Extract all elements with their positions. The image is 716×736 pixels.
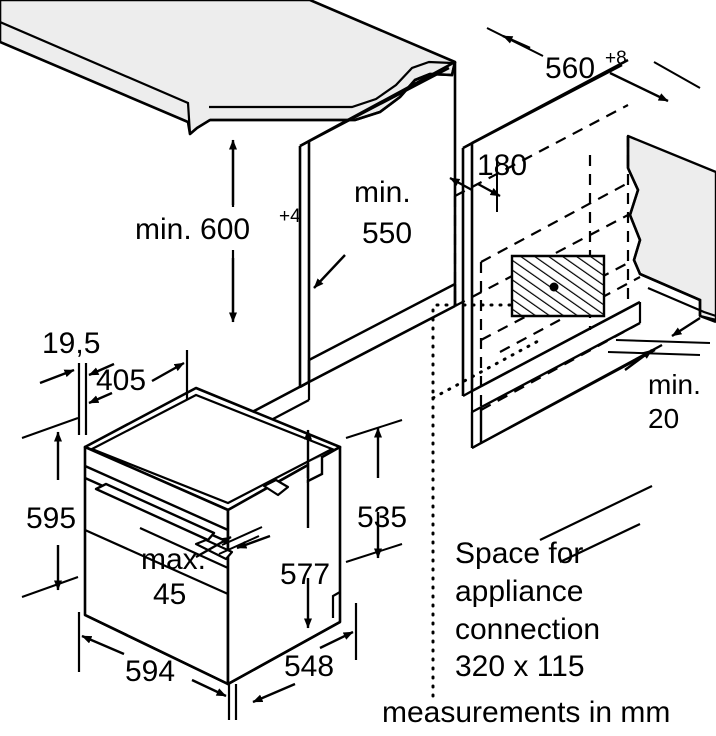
oven-appliance: [83, 386, 342, 686]
dim-door-gap-value: 45: [153, 578, 186, 611]
dim-body-depth-rear-value: 535: [357, 501, 407, 534]
dim-top-offset-value: 19,5: [42, 327, 100, 360]
dim-top-inner: [77, 350, 189, 435]
dim-niche-depth: [486, 27, 701, 103]
dim-niche-depth-tolerance: +8: [605, 48, 627, 69]
dim-door-gap-prefix: max.: [141, 543, 206, 576]
units-note: measurements in mm: [382, 696, 670, 729]
dim-connection-offset: [449, 140, 501, 212]
countertop-slab: [0, 0, 457, 136]
dim-appliance-width: [77, 612, 238, 720]
connection-point-dot: [549, 282, 559, 292]
dim-appliance-width-value: 594: [125, 655, 175, 688]
connection-space-leader: [539, 485, 653, 563]
dim-body-depth-rear: [345, 419, 403, 563]
dim-min-gap-prefix: min.: [648, 369, 701, 400]
dim-niche-width: [313, 254, 346, 289]
connection-space-line1: Space for: [455, 537, 583, 570]
dim-min-gap-value: 20: [648, 403, 679, 434]
dim-connection-offset-value: 180: [477, 149, 527, 182]
dim-top-inner-value: 405: [96, 364, 146, 397]
dim-min-gap: [607, 316, 711, 371]
hidden-edges-dotted: [431, 303, 562, 702]
appliance-connection-hatch: [510, 254, 606, 318]
right-side-panel: [626, 134, 716, 324]
dim-body-height-value: 577: [280, 558, 330, 591]
connection-space-line4: 320 x 115: [455, 650, 585, 683]
dim-niche-depth-value: 560: [545, 52, 595, 85]
dim-niche-width-prefix: min.: [354, 176, 411, 209]
dim-appliance-height-value: 595: [26, 502, 76, 535]
dim-top-offset: [39, 368, 75, 385]
dim-niche-height-tolerance: +4: [279, 206, 301, 227]
dim-niche-height-value: min. 600: [135, 213, 250, 246]
dim-door-gap: [195, 526, 271, 559]
dim-niche-width-value: 550: [362, 217, 412, 250]
dim-appliance-depth-value: 548: [284, 650, 334, 683]
connection-space-line3: connection: [455, 613, 600, 646]
connection-space-line2: appliance: [455, 575, 583, 608]
dim-appliance-depth: [252, 603, 358, 704]
dim-appliance-height: [21, 417, 79, 598]
